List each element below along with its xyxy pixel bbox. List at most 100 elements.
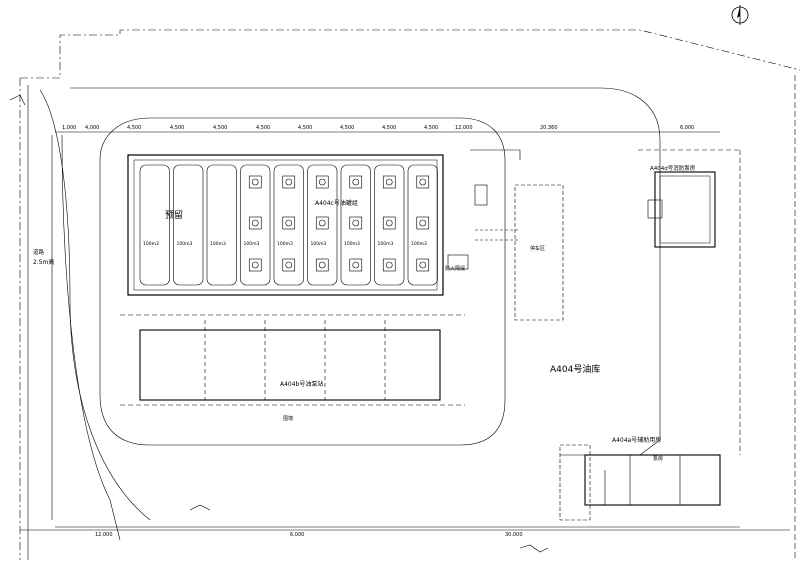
tank-capacity-label: 100m3 bbox=[378, 241, 394, 247]
top-dimension-label: 1,000 bbox=[62, 125, 76, 131]
top-dimension-label: 4,500 bbox=[213, 125, 227, 131]
fire-pump-title: A404d号消防泵房 bbox=[650, 164, 696, 172]
tank-9-valve-circle-1 bbox=[419, 178, 427, 186]
tank-3 bbox=[206, 164, 237, 286]
tank-8-valve-1 bbox=[382, 175, 396, 189]
outer-road-2 bbox=[470, 149, 521, 160]
tank-4-valve-3 bbox=[248, 258, 262, 272]
tank-capacity-label: 100m3 bbox=[277, 241, 293, 247]
road-width-value: 2.5m高 bbox=[33, 258, 54, 266]
tank-5-valve-circle-1 bbox=[285, 178, 293, 186]
tank-capacity-label: 100m3 bbox=[311, 241, 327, 247]
tank-4-valve-circle-3 bbox=[251, 261, 259, 269]
tank-7-valve-circle-2 bbox=[352, 219, 360, 227]
admin-building bbox=[584, 454, 721, 506]
north-arrow bbox=[731, 5, 749, 25]
tank-9-valve-1 bbox=[416, 175, 430, 189]
small-structure bbox=[447, 254, 469, 270]
tank-2 bbox=[173, 164, 204, 286]
top-dimension-label: 20,360 bbox=[540, 125, 558, 131]
top-dimension-label: 4,500 bbox=[424, 125, 438, 131]
top-dimension-label: 12,000 bbox=[455, 125, 473, 131]
road-left-inner bbox=[61, 134, 121, 541]
tank-8 bbox=[374, 164, 405, 286]
tank-7-valve-circle-1 bbox=[352, 178, 360, 186]
tank-capacity-label: 100m3 bbox=[244, 241, 260, 247]
tank-capacity-label: 100m3 bbox=[210, 241, 226, 247]
tank-4-valve-circle-1 bbox=[251, 178, 259, 186]
tank-6-valve-1 bbox=[315, 175, 329, 189]
tank-9-valve-3 bbox=[416, 258, 430, 272]
tank-5-valve-2 bbox=[282, 216, 296, 230]
top-dimension-label: 4,500 bbox=[127, 125, 141, 131]
tank-capacity-label: 100m3 bbox=[344, 241, 360, 247]
depot-title: A404号油库 bbox=[550, 363, 600, 375]
gate-symbol bbox=[189, 504, 211, 511]
top-dimension-label: 4,500 bbox=[340, 125, 354, 131]
tank-9-valve-circle-2 bbox=[419, 219, 427, 227]
tank-9-valve-2 bbox=[416, 216, 430, 230]
top-dimension-label: 4,500 bbox=[256, 125, 270, 131]
tank-7-valve-1 bbox=[349, 175, 363, 189]
tank-5-valve-1 bbox=[282, 175, 296, 189]
bottom-dimension-label: 30,000 bbox=[505, 532, 523, 538]
tank-9 bbox=[407, 164, 438, 286]
tank-area-char: 预留 bbox=[165, 209, 183, 221]
tank-6-valve-circle-3 bbox=[318, 261, 326, 269]
tank-6-valve-circle-2 bbox=[318, 219, 326, 227]
tank-8-valve-circle-3 bbox=[385, 261, 393, 269]
tank-4-valve-1 bbox=[248, 175, 262, 189]
tank-5-valve-circle-3 bbox=[285, 261, 293, 269]
tank-7 bbox=[340, 164, 371, 286]
tank-area-title: A404c号油罐组 bbox=[315, 199, 358, 207]
tank-5 bbox=[273, 164, 304, 286]
tank-7-valve-2 bbox=[349, 216, 363, 230]
parking-area bbox=[514, 184, 564, 321]
bottom-dimension-label: 12,000 bbox=[95, 532, 113, 538]
top-dimension-label: 4,000 bbox=[85, 125, 99, 131]
tank-capacity-label: 100m3 bbox=[177, 241, 193, 247]
tank-4-valve-circle-2 bbox=[251, 219, 259, 227]
tank-grid: 100m3 100m3 100m3 100m3 100m3 100m3 100m3 100m3… bbox=[139, 164, 438, 286]
fence-note: 围墙 bbox=[283, 415, 293, 422]
tank-8-valve-2 bbox=[382, 216, 396, 230]
fire-pump-room bbox=[654, 171, 716, 248]
top-dimension-label: 6,000 bbox=[680, 125, 694, 131]
top-dimension-label: 4,500 bbox=[298, 125, 312, 131]
fire-pump-attachment bbox=[647, 199, 663, 219]
gate-box bbox=[474, 184, 488, 206]
tank-8-valve-3 bbox=[382, 258, 396, 272]
admin-annex bbox=[559, 444, 591, 521]
loading-station bbox=[139, 329, 441, 401]
tank-6-valve-2 bbox=[315, 216, 329, 230]
tank-9-valve-circle-3 bbox=[419, 261, 427, 269]
break-line-left bbox=[9, 94, 26, 106]
road-left-outer bbox=[39, 89, 151, 521]
bottom-dimension-label: 6,000 bbox=[290, 532, 304, 538]
tank-6 bbox=[307, 164, 338, 286]
ring-road bbox=[99, 117, 506, 446]
tank-4 bbox=[240, 164, 271, 286]
road-width-note: 道路 bbox=[33, 248, 45, 256]
tank-capacity-label: 100m3 bbox=[143, 241, 159, 247]
break-line bbox=[519, 544, 549, 553]
top-dimension-label: 4,500 bbox=[170, 125, 184, 131]
tank-capacity-label: 100m3 bbox=[411, 241, 427, 247]
tank-6-valve-circle-1 bbox=[318, 178, 326, 186]
tank-8-valve-circle-2 bbox=[385, 219, 393, 227]
property-boundary bbox=[20, 29, 800, 79]
parking-area-label: 停车区 bbox=[530, 245, 545, 252]
tank-4-valve-2 bbox=[248, 216, 262, 230]
tank-6-valve-3 bbox=[315, 258, 329, 272]
admin-building-title: A404a号辅助用房 bbox=[612, 436, 661, 444]
tank-5-valve-3 bbox=[282, 258, 296, 272]
tank-1 bbox=[139, 164, 170, 286]
tank-7-valve-3 bbox=[349, 258, 363, 272]
top-dimensions: 1,000 4,000 4,500 4,500 4,500 4,500 4,500 4,500… bbox=[62, 125, 694, 538]
gate-note: 防火隔堤 bbox=[445, 265, 465, 272]
fire-pump-inner bbox=[659, 175, 711, 244]
tank-7-valve-circle-3 bbox=[352, 261, 360, 269]
pump-room-label: 泵房 bbox=[653, 455, 663, 462]
